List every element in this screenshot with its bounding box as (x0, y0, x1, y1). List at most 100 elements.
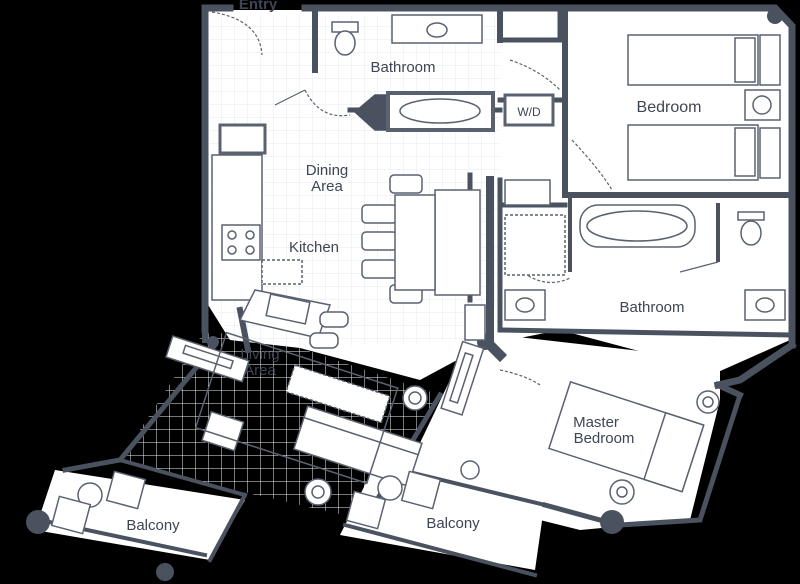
wardrobe (759, 34, 781, 86)
bath1-door-swing (304, 89, 351, 117)
shower (504, 214, 566, 276)
master-wall-corner (714, 381, 744, 399)
label-bedroom: Bedroom (637, 99, 702, 116)
bed-2-pillows (734, 127, 756, 177)
kitchen-fixtures (211, 123, 551, 341)
label-master-1: Master (573, 414, 619, 431)
sink-1 (426, 22, 448, 38)
sink-2b (755, 297, 775, 313)
sink-2a (515, 297, 535, 313)
tv-stand (182, 344, 235, 370)
column-top-right (767, 8, 783, 24)
label-balcony-right: Balcony (426, 515, 480, 532)
side-table-2-inner (311, 485, 325, 499)
label-kitchen: Kitchen (289, 239, 339, 256)
cooktop (221, 224, 261, 261)
sofa-back (303, 405, 423, 456)
chair-2 (361, 231, 398, 251)
living-window (117, 457, 248, 498)
label-entry: Entry (239, 0, 278, 13)
bathroom-2-fixtures (504, 204, 786, 321)
label-bathroom-1: Bathroom (370, 59, 435, 76)
column-living (207, 336, 219, 348)
balcony-right-chair-1 (400, 470, 442, 510)
label-living-2: Area (244, 362, 276, 379)
balcony-left-chair-2 (50, 495, 92, 535)
balcony-left-rail-end (207, 492, 248, 563)
door-swings (211, 11, 719, 386)
fridge (218, 123, 267, 155)
balcony-right-rail (342, 522, 538, 578)
master-outer-right-2 (541, 501, 604, 524)
bedroom-fixtures (627, 34, 781, 181)
bathroom-1-fixtures (331, 14, 555, 132)
kitchen-bar (238, 289, 349, 349)
closet-wall (497, 9, 563, 43)
bath1-door (274, 89, 306, 106)
master-bed-headboard (643, 411, 705, 493)
master-outer-right (617, 391, 744, 528)
column-right-balcony (600, 510, 624, 534)
tub-2-basin (586, 210, 688, 242)
bar-top (265, 293, 311, 325)
living-tables (304, 385, 428, 506)
bath2-wall-bottom (497, 327, 793, 338)
toilet-1-bowl (334, 30, 356, 56)
cabinet (464, 304, 486, 341)
balcony-furniture (50, 470, 442, 535)
closet-2 (504, 179, 551, 206)
balcony-left-chair-1 (105, 470, 147, 510)
label-living-1: Living (240, 346, 279, 363)
column-left-balcony (26, 510, 50, 534)
master-tables (460, 390, 720, 505)
closet-door-swing (509, 59, 561, 91)
entry-door-swing (211, 11, 263, 56)
bedroom-door-swing (571, 139, 613, 191)
chair-4 (389, 174, 423, 194)
label-balcony-left: Balcony (126, 517, 180, 534)
chair-1 (361, 204, 398, 224)
wardrobe-2 (759, 127, 781, 179)
bench (394, 194, 436, 291)
column-balcony-right-end (156, 563, 174, 581)
label-dining-2: Area (311, 178, 343, 195)
dining-table (434, 189, 481, 296)
side-table-1-inner (408, 391, 422, 405)
label-wd: W/D (517, 105, 541, 119)
room-labels: Entry Bathroom Bedroom W/D Dining Area K… (126, 0, 701, 534)
label-dining-1: Dining (306, 162, 349, 179)
rug (194, 331, 399, 485)
bar-stool-1 (319, 311, 349, 328)
living-room-floor (120, 330, 440, 520)
outer-wall-top (301, 4, 796, 349)
balcony-right-table (377, 475, 403, 501)
chair-3 (361, 259, 398, 279)
bed-1-pillows (734, 37, 756, 83)
master-lamp-1-inner (702, 396, 714, 408)
toilet-2-bowl (740, 220, 762, 246)
master-lamp-2-inner (616, 486, 628, 498)
lamp (752, 95, 772, 115)
floor-areas (35, 10, 790, 570)
washer-dryer (503, 93, 555, 127)
burner-3 (227, 245, 237, 255)
master-side-table (460, 460, 480, 480)
toilet-2-tank (737, 211, 765, 221)
kitchen-island (261, 259, 303, 285)
coffee-table (285, 364, 391, 424)
armchair (201, 410, 245, 452)
bar-stool-2 (309, 332, 339, 349)
label-master-2: Bedroom (574, 430, 635, 447)
label-bathroom-2: Bathroom (619, 299, 684, 316)
master-wall-right (713, 340, 797, 390)
burner-2 (245, 230, 255, 240)
master-furniture (440, 340, 705, 493)
living-furniture (165, 331, 423, 488)
master-tv (448, 351, 474, 404)
balcony-right-chair-2 (345, 490, 387, 530)
burner-4 (245, 245, 255, 255)
bath2-door-2 (679, 261, 719, 273)
bath2-door-swing (519, 269, 571, 284)
